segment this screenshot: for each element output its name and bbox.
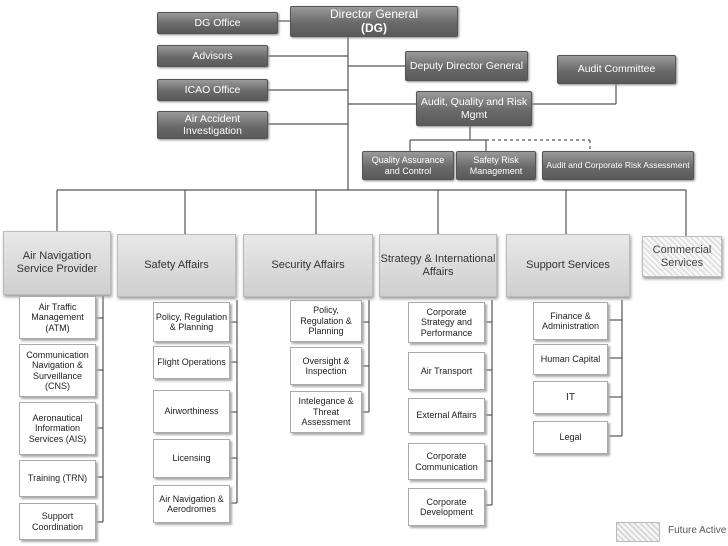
- audit-quality-risk-box[interactable]: Audit, Quality and Risk Mgmt: [416, 91, 532, 126]
- audit-corporate-risk-box[interactable]: Audit and Corporate Risk Assessment: [542, 151, 694, 180]
- security-affairs-unit-label: Intelegance & Threat Assessment: [298, 396, 354, 428]
- strategy-unit[interactable]: External Affairs: [408, 398, 485, 433]
- support-services-unit[interactable]: IT: [533, 381, 608, 414]
- air-navigation-unit-label: Aeronautical Information Services (AIS): [28, 412, 87, 444]
- safety-affairs-unit-label: Policy, Regulation & Planning: [155, 311, 228, 332]
- air-navigation-unit[interactable]: Air Traffic Management (ATM): [19, 296, 96, 339]
- advisors-box[interactable]: Advisors: [157, 45, 268, 67]
- support-services-unit[interactable]: Human Capital: [533, 344, 608, 375]
- audit-quality-risk-label: Audit, Quality and Risk Mgmt: [420, 96, 528, 121]
- support-services-unit-label: Legal: [559, 432, 582, 443]
- support-services-unit-label: Human Capital: [540, 354, 601, 365]
- support-services-header[interactable]: Support Services: [506, 234, 630, 297]
- air-accident-investigation-label: Air Accident Investigation: [183, 112, 242, 137]
- commercial-services-header[interactable]: Commercial Services: [642, 236, 722, 277]
- security-affairs-header[interactable]: Security Affairs: [243, 234, 373, 297]
- strategy-unit[interactable]: Air Transport: [408, 352, 485, 390]
- air-navigation-unit[interactable]: Communication Navigation & Surveillance …: [19, 344, 96, 397]
- strategy-unit-label: External Affairs: [416, 410, 477, 421]
- safety-affairs-unit-label: Licensing: [172, 453, 211, 464]
- safety-affairs-unit[interactable]: Licensing: [153, 439, 230, 478]
- quality-assurance-box[interactable]: Quality Assurance and Control: [362, 151, 454, 180]
- director-general-abbr: (DG): [361, 20, 387, 35]
- security-affairs-unit-label: Policy, Regulation & Planning: [300, 305, 352, 337]
- strategy-title: Strategy & International Affairs: [380, 252, 496, 278]
- air-navigation-unit-label: Air Traffic Management (ATM): [31, 301, 84, 333]
- air-navigation-unit[interactable]: Training (TRN): [19, 460, 96, 497]
- commercial-services-title: Commercial Services: [652, 243, 712, 269]
- strategy-unit-label: Corporate Development: [419, 496, 474, 517]
- support-services-unit[interactable]: Legal: [533, 421, 608, 454]
- support-services-unit-label: Finance & Administration: [541, 310, 600, 331]
- security-affairs-unit[interactable]: Oversight & Inspection: [290, 347, 362, 385]
- deputy-director-general-label: Deputy Director General: [409, 59, 524, 72]
- security-affairs-unit[interactable]: Intelegance & Threat Assessment: [290, 391, 362, 433]
- safety-affairs-unit[interactable]: Policy, Regulation & Planning: [153, 302, 230, 342]
- future-activities-legend-label: Future Active: [668, 525, 727, 536]
- dg-office-label: DG Office: [194, 16, 241, 29]
- security-affairs-unit[interactable]: Policy, Regulation & Planning: [290, 300, 362, 342]
- strategy-header[interactable]: Strategy & International Affairs: [379, 234, 497, 297]
- director-general-box[interactable]: Director General (DG): [290, 6, 458, 37]
- strategy-unit[interactable]: Corporate Strategy and Performance: [408, 302, 485, 343]
- advisors-label: Advisors: [192, 49, 233, 62]
- safety-affairs-unit[interactable]: Air Navigation & Aerodromes: [153, 485, 230, 523]
- strategy-unit[interactable]: Corporate Development: [408, 488, 485, 526]
- icao-office-label: ICAO Office: [184, 83, 241, 96]
- director-general-label: Director General: [329, 6, 419, 21]
- deputy-director-general-box[interactable]: Deputy Director General: [405, 51, 528, 81]
- air-navigation-unit-label: Training (TRN): [27, 473, 88, 484]
- air-navigation-unit[interactable]: Aeronautical Information Services (AIS): [19, 402, 96, 455]
- safety-affairs-unit-label: Airworthiness: [164, 406, 219, 417]
- security-affairs-title: Security Affairs: [271, 259, 345, 272]
- audit-corporate-risk-label: Audit and Corporate Risk Assessment: [546, 159, 690, 170]
- strategy-unit-label: Corporate Strategy and Performance: [420, 306, 473, 338]
- safety-risk-box[interactable]: Safety Risk Management: [456, 151, 536, 180]
- safety-risk-label: Safety Risk Management: [469, 155, 523, 176]
- air-navigation-unit-label: Communication Navigation & Surveillance …: [26, 349, 89, 391]
- support-services-unit-label: IT: [566, 391, 575, 403]
- strategy-unit-label: Air Transport: [420, 365, 473, 376]
- support-services-title: Support Services: [526, 259, 610, 272]
- air-navigation-title: Air Navigation Service Provider: [16, 250, 98, 275]
- audit-committee-box[interactable]: Audit Committee: [557, 55, 676, 84]
- safety-affairs-title: Safety Affairs: [144, 259, 209, 272]
- air-navigation-unit-label: Support Coordination: [31, 511, 84, 532]
- safety-affairs-unit-label: Air Navigation & Aerodromes: [159, 493, 224, 514]
- safety-affairs-header[interactable]: Safety Affairs: [117, 234, 236, 297]
- safety-affairs-unit[interactable]: Flight Operations: [153, 346, 230, 379]
- air-navigation-header[interactable]: Air Navigation Service Provider: [3, 231, 111, 295]
- security-affairs-unit-label: Oversight & Inspection: [302, 355, 350, 376]
- safety-affairs-unit[interactable]: Airworthiness: [153, 390, 230, 433]
- dg-office-box[interactable]: DG Office: [157, 12, 278, 34]
- air-navigation-unit[interactable]: Support Coordination: [19, 503, 96, 540]
- safety-affairs-unit-label: Flight Operations: [157, 357, 226, 368]
- strategy-unit[interactable]: Corporate Communication: [408, 443, 485, 480]
- air-accident-investigation-box[interactable]: Air Accident Investigation: [157, 111, 268, 139]
- audit-committee-label: Audit Committee: [577, 63, 656, 76]
- quality-assurance-label: Quality Assurance and Control: [371, 155, 445, 176]
- icao-office-box[interactable]: ICAO Office: [157, 79, 268, 101]
- strategy-unit-label: Corporate Communication: [415, 451, 478, 472]
- support-services-unit[interactable]: Finance & Administration: [533, 302, 608, 340]
- future-activities-swatch: [616, 522, 660, 542]
